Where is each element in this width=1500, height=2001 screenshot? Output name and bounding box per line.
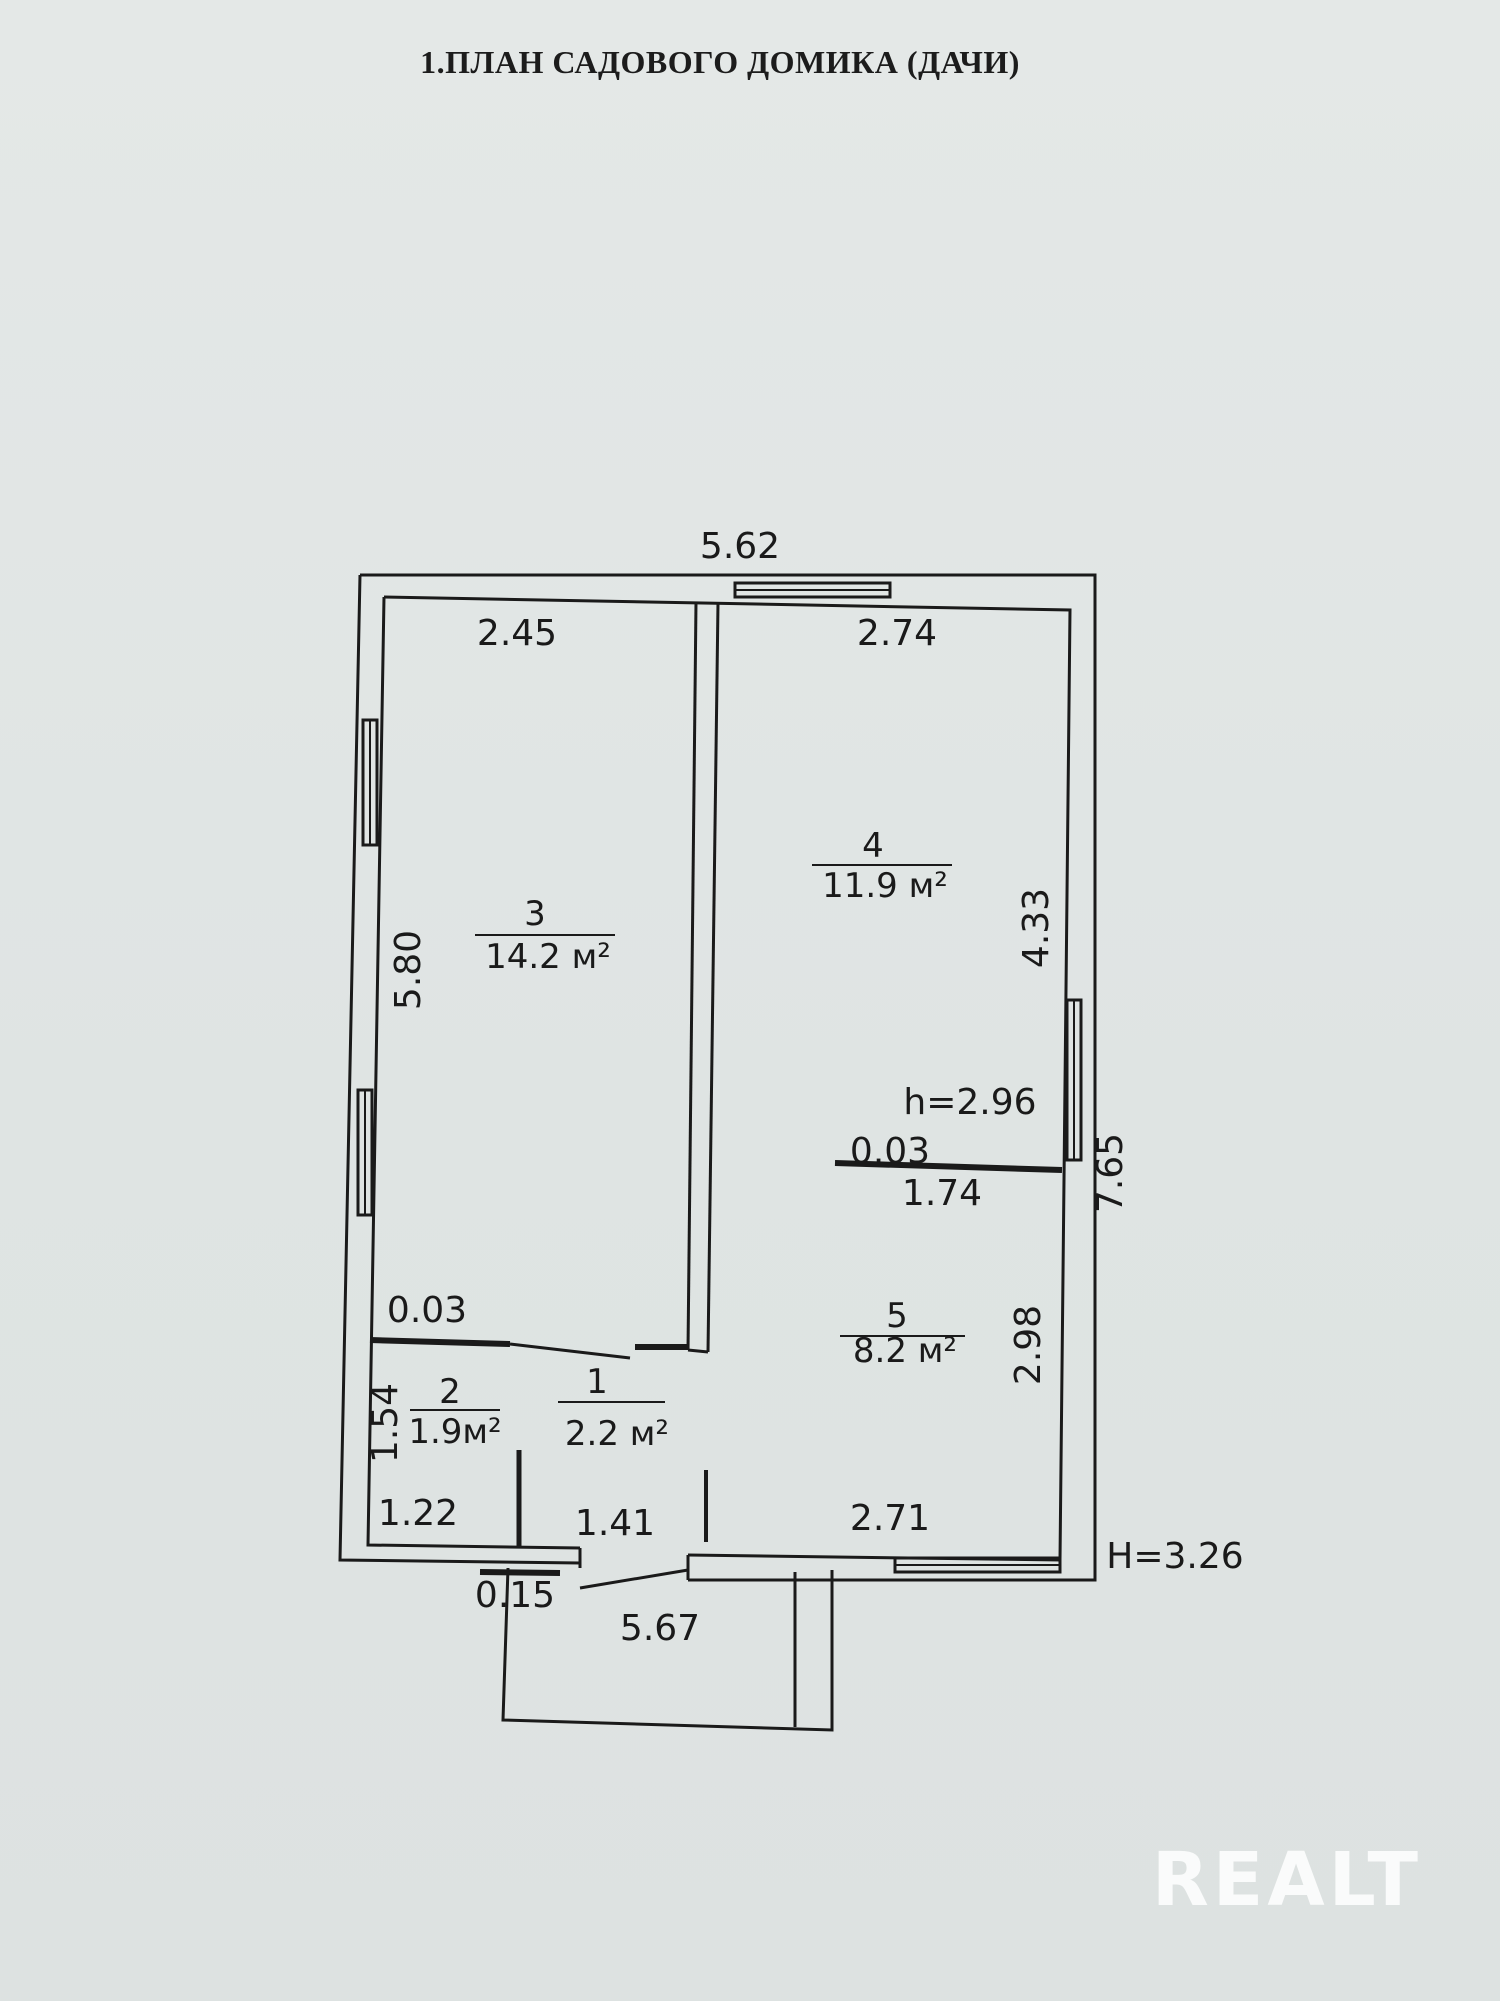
dim-room3-length: 5.80 <box>388 930 429 1010</box>
dim-porch-offset: 0.15 <box>475 1575 555 1616</box>
room-number: 4 <box>862 826 884 866</box>
dim-room1-width: 1.41 <box>575 1503 655 1544</box>
dim-room2-length: 1.54 <box>365 1383 406 1463</box>
room-label-3: 3 14.2 м² <box>475 894 615 977</box>
plan-title: 1.ПЛАН САДОВОГО ДОМИКА (ДАЧИ) <box>420 44 1020 80</box>
window-left-upper <box>361 718 379 847</box>
dim-partition-thickness-b: 0.03 <box>387 1290 467 1331</box>
room-label-1: 1 2.2 м² <box>558 1362 669 1454</box>
dim-overall-top: 5.62 <box>700 526 780 567</box>
dim-room5-width: 2.71 <box>850 1498 930 1539</box>
room-label-5: 5 8.2 м² <box>840 1296 965 1371</box>
dim-room4-length: 4.33 <box>1016 888 1057 968</box>
porch <box>479 1567 834 1732</box>
window-right <box>1065 998 1083 1162</box>
room-area: 2.2 м² <box>565 1414 669 1454</box>
room-number: 5 <box>886 1296 908 1336</box>
room2-walls <box>516 1450 708 1546</box>
room-number: 3 <box>524 894 546 934</box>
room-number: 2 <box>439 1372 461 1412</box>
dim-room5-length: 2.98 <box>1008 1305 1049 1385</box>
dim-partition-thickness-a: 0.03 <box>850 1131 930 1172</box>
partition-central <box>635 601 720 1354</box>
dim-room3-width: 2.45 <box>477 613 557 654</box>
dim-overall-right: 7.65 <box>1090 1133 1131 1213</box>
room-label-2: 2 1.9м² <box>408 1372 501 1452</box>
dim-total-height: H=3.26 <box>1106 1536 1243 1577</box>
room-area: 8.2 м² <box>853 1331 957 1371</box>
window-bottom <box>893 1556 1062 1574</box>
partition-room3-hall <box>369 1337 631 1360</box>
dim-partition-length: 1.74 <box>902 1173 982 1214</box>
room-area: 11.9 м² <box>822 866 948 906</box>
realt-watermark: REALT <box>1151 1837 1422 1923</box>
outer-walls <box>338 573 1097 1582</box>
room-area: 14.2 м² <box>485 937 611 977</box>
dim-porch-width: 5.67 <box>620 1608 700 1649</box>
partition-room4-room5 <box>834 1160 1063 1173</box>
window-left-lower <box>356 1088 374 1217</box>
dim-room2-width: 1.22 <box>378 1493 458 1534</box>
room-label-4: 4 11.9 м² <box>812 826 952 906</box>
room-number: 1 <box>586 1362 608 1402</box>
entrance-door <box>579 1568 689 1590</box>
dim-room4-width: 2.74 <box>857 613 937 654</box>
dim-ceiling-height: h=2.96 <box>903 1082 1036 1123</box>
room-area: 1.9м² <box>408 1412 501 1452</box>
window-top <box>733 581 892 599</box>
